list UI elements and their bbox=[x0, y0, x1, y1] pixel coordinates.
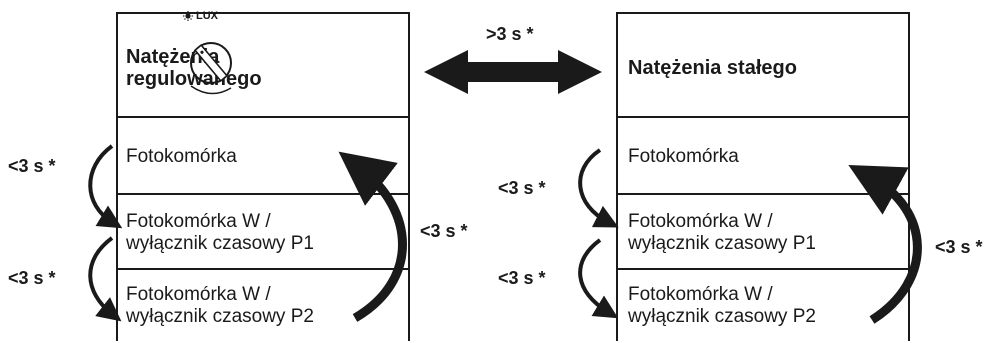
menu-item-photocell-timer-p1: Fotokomórka W / wyłącznik czasowy P1 bbox=[118, 195, 408, 270]
menu-item-label: Fotokomórka W / wyłącznik czasowy P1 bbox=[628, 211, 816, 255]
dial-scale-arc bbox=[190, 85, 232, 95]
lux-label: LUX bbox=[196, 10, 218, 22]
dial-graphic bbox=[183, 11, 232, 95]
right-step1-label: <3 s * bbox=[498, 178, 546, 198]
dial-pointer bbox=[193, 43, 229, 83]
mode-title-constant: Natężenia stałego bbox=[628, 57, 797, 79]
right-step2-arrow bbox=[578, 238, 619, 319]
item-line-2: wyłącznik czasowy P1 bbox=[126, 233, 314, 254]
right-step1-arrow bbox=[578, 148, 619, 228]
left-return-label: <3 s * bbox=[420, 221, 468, 241]
menu-item-photocell: Fotokomórka bbox=[618, 118, 908, 195]
mode-switch-label: >3 s * bbox=[486, 24, 534, 44]
item-line-2: wyłącznik czasowy P2 bbox=[126, 306, 314, 327]
left-step2-label: <3 s * bbox=[8, 268, 56, 288]
item-line-1: Fotokomórka bbox=[126, 146, 237, 167]
menu-item-photocell-timer-p2: Fotokomórka W / wyłącznik czasowy P2 bbox=[618, 270, 908, 343]
item-line-2: wyłącznik czasowy P1 bbox=[628, 233, 816, 254]
item-line-2: wyłącznik czasowy P2 bbox=[628, 306, 816, 327]
menu-item-label: Fotokomórka W / wyłącznik czasowy P1 bbox=[126, 211, 314, 255]
menu-item-photocell-timer-p2: Fotokomórka W / wyłącznik czasowy P2 bbox=[118, 270, 408, 343]
menu-item-label: Fotokomórka bbox=[126, 146, 237, 168]
item-line-1: Fotokomórka W / bbox=[628, 284, 773, 305]
right-step2-label: <3 s * bbox=[498, 268, 546, 288]
menu-item-label: Fotokomórka W / wyłącznik czasowy P2 bbox=[628, 284, 816, 328]
left-step1-arrow bbox=[88, 144, 123, 229]
item-line-1: Fotokomórka bbox=[628, 146, 739, 167]
menu-item-label: Fotokomórka W / wyłącznik czasowy P2 bbox=[126, 284, 314, 328]
menu-item-photocell: Fotokomórka bbox=[118, 118, 408, 195]
menu-item-photocell-timer-p1: Fotokomórka W / wyłącznik czasowy P1 bbox=[618, 195, 908, 270]
mode-switch-arrow bbox=[424, 50, 602, 94]
item-line-1: Fotokomórka W / bbox=[628, 211, 773, 232]
item-line-1: Fotokomórka W / bbox=[126, 284, 271, 305]
right-return-label: <3 s * bbox=[935, 237, 983, 257]
sun-icon bbox=[183, 11, 193, 21]
dial-ring bbox=[190, 42, 232, 84]
right-return-arrow bbox=[848, 164, 922, 324]
item-line-1: Fotokomórka W / bbox=[126, 211, 271, 232]
intensity-dial-icon: LUX bbox=[176, 8, 256, 98]
left-return-arrow bbox=[338, 151, 407, 322]
menu-item-label: Fotokomórka bbox=[628, 146, 739, 168]
adjustable-intensity-panel: Natężenia regulowanego Fotokomórka Fotok… bbox=[116, 12, 410, 341]
left-step1-label: <3 s * bbox=[8, 156, 56, 176]
mode-header-constant: Natężenia stałego bbox=[618, 14, 908, 118]
constant-intensity-panel: Natężenia stałego Fotokomórka Fotokomórk… bbox=[616, 12, 910, 341]
left-step2-arrow bbox=[88, 236, 122, 322]
